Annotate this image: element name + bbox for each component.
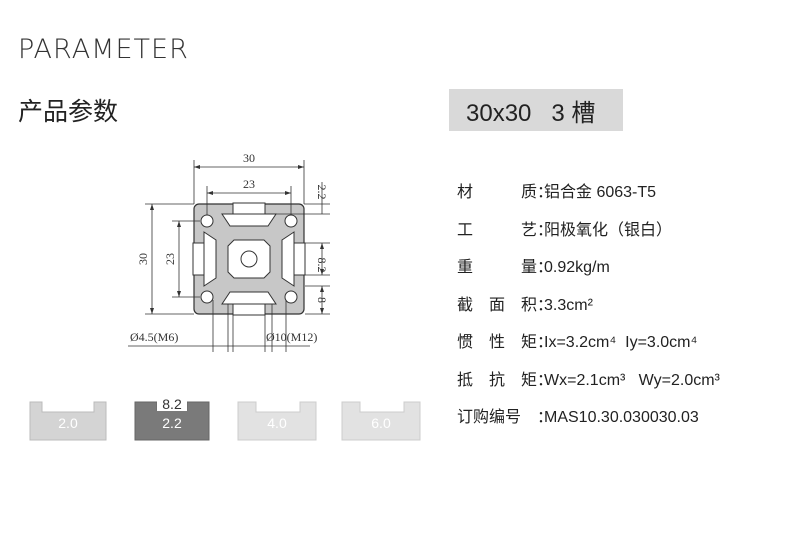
hole-small-label: Ø4.5(M6) [130,330,178,344]
hole-large-label: Ø10(M12) [266,330,317,344]
slot-option-bottom: 2.0 [58,415,78,431]
param-label: 订购编号 [457,409,522,426]
dim-height-outer: 30 [136,253,150,265]
slot-option-top: 6.2 [58,398,78,414]
param-value: 铝合金 6063-T5 [544,184,657,201]
param-row-inertia: 惯性矩 ： Ix=3.2cm⁴ Iy=3.0cm⁴ [457,328,797,366]
param-label: 惯性矩 [457,334,537,351]
param-label: 重量 [457,259,537,276]
param-value: Ix=3.2cm⁴ Iy=3.0cm⁴ [544,334,698,351]
param-value: 3.3cm² [544,296,593,314]
param-value: MAS10.30.030030.03 [544,409,699,426]
param-label: 材质 [457,184,537,201]
dim-slot-depth: 8 [315,297,329,303]
slot-option-bottom: 6.0 [371,415,391,431]
dim-height-inner: 23 [163,253,177,265]
slot-options: 6.2 2.0 8.2 2.2 10.2 4.0 10.2 6.0 [29,396,421,441]
dim-width-outer: 30 [243,151,255,165]
slot-option[interactable]: 6.2 2.0 [29,398,107,441]
param-value: Wx=2.1cm³ Wy=2.0cm³ [544,371,720,389]
param-label: 工艺 [457,221,537,239]
param-row-material: 材质 ： 铝合金 6063-T5 [457,178,797,216]
param-value: 阳极氧化（银白） [544,221,673,239]
slot-option[interactable]: 10.2 4.0 [237,398,317,441]
dim-top-right: 2.2 [315,185,329,200]
slot-option-selected[interactable]: 8.2 2.2 [134,396,210,441]
slot-option-bottom: 2.2 [162,415,182,431]
param-row-order-number: 订购编号 ： MAS10.30.030030.03 [457,403,797,441]
slot-option-top: 8.2 [162,396,182,412]
dim-width-inner: 23 [243,177,255,191]
param-label: 抵抗矩 [457,371,537,389]
param-row-section-modulus: 抵抗矩 ： Wx=2.1cm³ Wy=2.0cm³ [457,366,797,404]
slot-option[interactable]: 10.2 6.0 [341,398,421,441]
slot-option-bottom: 4.0 [267,415,287,431]
heading-en: PARAMETER [18,34,189,65]
profile-cross-section [192,202,306,316]
dim-slot-width: 8.2 [315,258,329,273]
slot-option-top: 10.2 [367,398,394,414]
param-row-section-area: 截面积 ： 3.3cm² [457,291,797,329]
param-row-process: 工艺 ： 阳极氧化（银白） [457,216,797,254]
heading-cn: 产品参数 [18,97,119,126]
model-badge: 30x30 3 槽 [449,89,623,131]
parameter-list: 材质 ： 铝合金 6063-T5 工艺 ： 阳极氧化（银白） 重量 ： 0.92… [457,178,797,441]
param-value: 0.92kg/m [544,259,610,276]
param-row-weight: 重量 ： 0.92kg/m [457,253,797,291]
slot-option-top: 10.2 [263,398,290,414]
param-label: 截面积 [457,296,537,314]
